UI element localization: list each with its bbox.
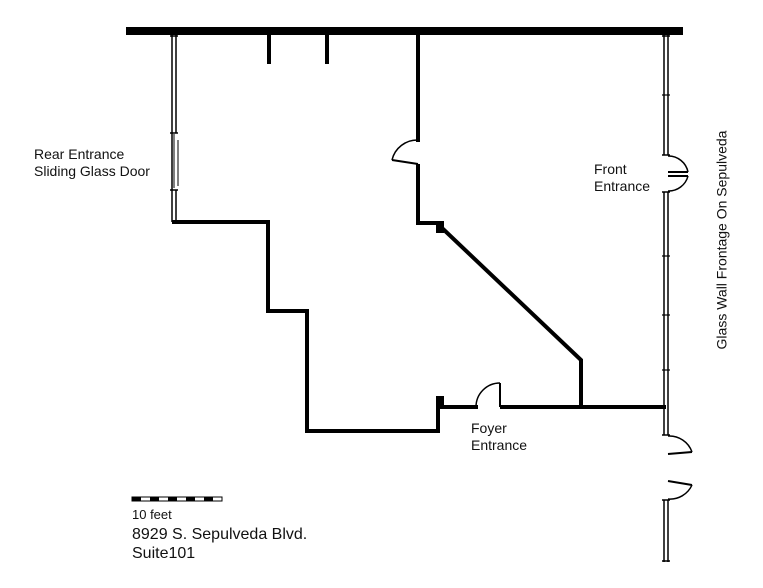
address-line2: Suite101: [132, 545, 196, 562]
foyer-entrance-line2: Entrance: [471, 437, 528, 453]
sliding-glass-door: [173, 134, 179, 188]
diagonal-wall: [440, 226, 583, 407]
front-entrance-line2: Entrance: [594, 178, 651, 194]
glass-wall-frontage-text: Glass Wall Frontage On Sepulveda: [713, 130, 730, 349]
scale-bar: [131, 496, 223, 502]
foyer-entrance-label: Foyer Entrance: [471, 420, 527, 454]
front-entrance-line1: Front: [594, 161, 627, 177]
interior-wall: [172, 220, 440, 433]
rear-entrance-label: Rear Entrance Sliding Glass Door: [34, 146, 150, 180]
address-block: 8929 S. Sepulveda Blvd. Suite101: [132, 525, 307, 563]
interior-door: [391, 139, 419, 165]
foyer-entrance-line1: Foyer: [471, 420, 507, 436]
wall-jamb: [436, 221, 444, 233]
rear-entrance-line2: Sliding Glass Door: [34, 163, 150, 179]
address-line1: 8929 S. Sepulveda Blvd.: [132, 526, 308, 543]
foyer-door: [475, 382, 501, 408]
wall-jamb: [436, 396, 444, 409]
rear-glass-wall: [170, 35, 178, 222]
front-entrance-label: Front Entrance: [594, 161, 650, 195]
glass-wall-frontage-label: Glass Wall Frontage On Sepulveda: [712, 112, 732, 367]
rear-entrance-line1: Rear Entrance: [34, 146, 125, 162]
front-glass-wall: [662, 35, 670, 562]
scale-label: 10 feet: [132, 507, 172, 522]
lower-entrance-door: [667, 435, 693, 500]
front-entrance-door: [667, 155, 689, 192]
